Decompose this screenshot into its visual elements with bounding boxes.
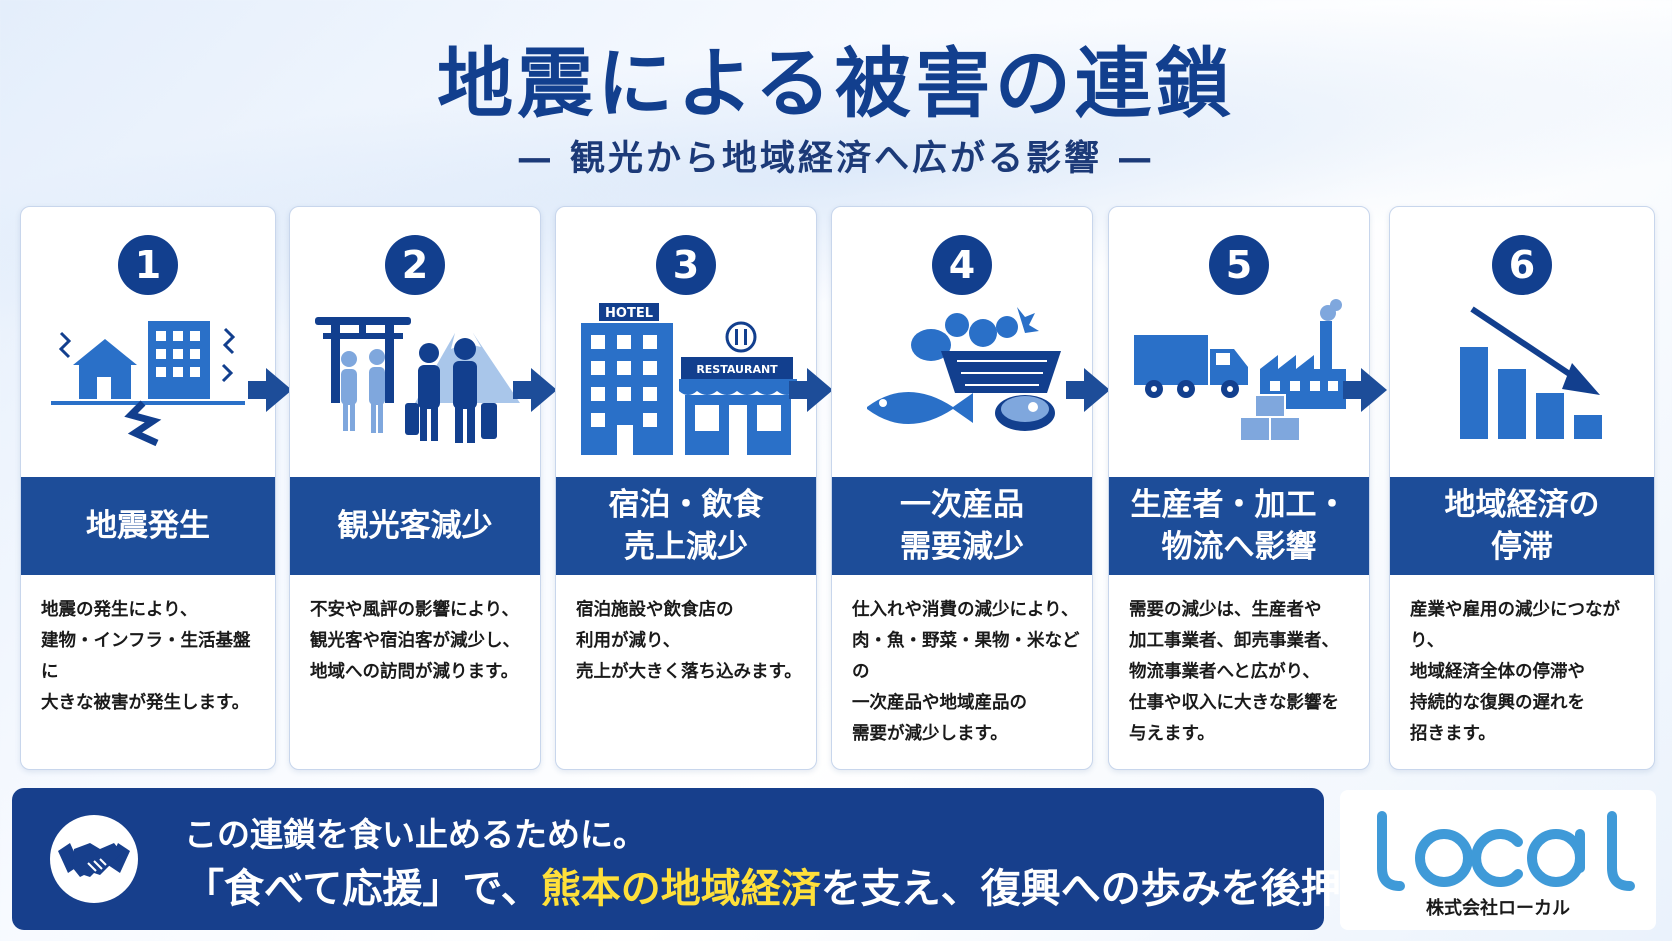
step-title: 一次産品 需要減少 [832,477,1092,575]
declining-chart-icon [1460,306,1602,439]
arrow-right-icon [1343,368,1387,412]
footer-message-highlight: 熊本の地域経済 [540,866,821,912]
arrow-right-icon [513,368,557,412]
footer-headline: この連鎖を食い止めるために。 [184,815,646,854]
page-title: 地震による被害の連鎖 [437,39,1235,128]
hotel-sign: HOTEL [605,306,653,321]
step-number: 5 [1209,235,1269,295]
company-logo: 株式会社ローカル [1340,790,1656,930]
step-title: 地震発生 [21,477,275,575]
arrow-right-icon [789,368,833,412]
arrow-right-icon [1066,368,1110,412]
step-number: 4 [932,235,992,295]
company-name: 株式会社ローカル [1426,898,1570,919]
handshake-icon [58,843,130,877]
food-products-icon [867,307,1061,431]
step-description: 地震の発生により、 建物・インフラ・生活基盤に 大きな被害が発生します。 [41,600,251,713]
earthquake-icon [51,321,245,447]
footer-message-prefix: 「食べて応援」で、 [184,866,541,912]
local-logo-icon [1377,811,1635,891]
tourists-icon [315,317,520,443]
footer-message: 「食べて応援」で、熊本の地域経済を支え、復興への歩みを後押しします。 [184,856,1537,914]
footer-banner: この連鎖を食い止めるために。 「食べて応援」で、熊本の地域経済を支え、復興への歩… [12,788,1537,930]
step-description: 宿泊施設や飲食店の 利用が減り、 売上が大きく落ち込みます。 [576,600,802,682]
step-number: 1 [118,235,178,295]
page-subtitle: — 観光から地域経済へ広がる影響 — [516,139,1156,179]
step-card-5: 5 生産者・加工・ 物流へ影響 需要の減少は [1108,206,1370,770]
restaurant-sign: RESTAURANT [696,363,778,376]
step-title: 観光客減少 [290,477,540,575]
truck-factory-icon [1134,299,1346,442]
step-card-1: 1 地震発生 地震の発生により、 建物・インフラ・生活基盤に 大きな被害が発生し… [20,206,276,770]
step-title: 地域経済の 停滞 [1390,477,1654,575]
step-description: 仕入れや消費の減少により、 肉・魚・野菜・果物・米などの 一次産品や地域産品の … [852,600,1080,744]
step-card-4: 4 一次産品 需要減少 仕入れや消費の減少により、 肉・魚・野菜・果物・米などの… [831,206,1093,770]
step-card-6: 6 地域経済の 停滞 産業や雇用の減少につながり、 地域経済全体の停滞や 持続的… [1389,206,1655,770]
step-number: 3 [656,235,716,295]
hotel-restaurant-icon: HOTEL RESTAURANT [581,303,797,455]
step-card-3: 3 HOTEL RESTAURANT [555,206,817,770]
handshake-icon-circle [50,815,138,903]
step-title: 宿泊・飲食 売上減少 [556,477,816,575]
step-description: 産業や雇用の減少につながり、 地域経済全体の停滞や 持続的な復興の遅れを 招きま… [1410,600,1620,744]
step-title: 生産者・加工・ 物流へ影響 [1109,477,1369,575]
step-description: 不安や風評の影響により、 観光客や宿泊客が減少し、 地域への訪問が減ります。 [310,600,520,682]
arrow-right-icon [248,368,292,412]
step-number: 2 [385,235,445,295]
step-description: 需要の減少は、生産者や 加工事業者、卸売事業者、 物流事業者へと広がり、 仕事や… [1129,600,1339,744]
step-card-2: 2 観光客減少 不安や風評の影響により、 観光客や [289,206,541,770]
step-number: 6 [1492,235,1552,295]
